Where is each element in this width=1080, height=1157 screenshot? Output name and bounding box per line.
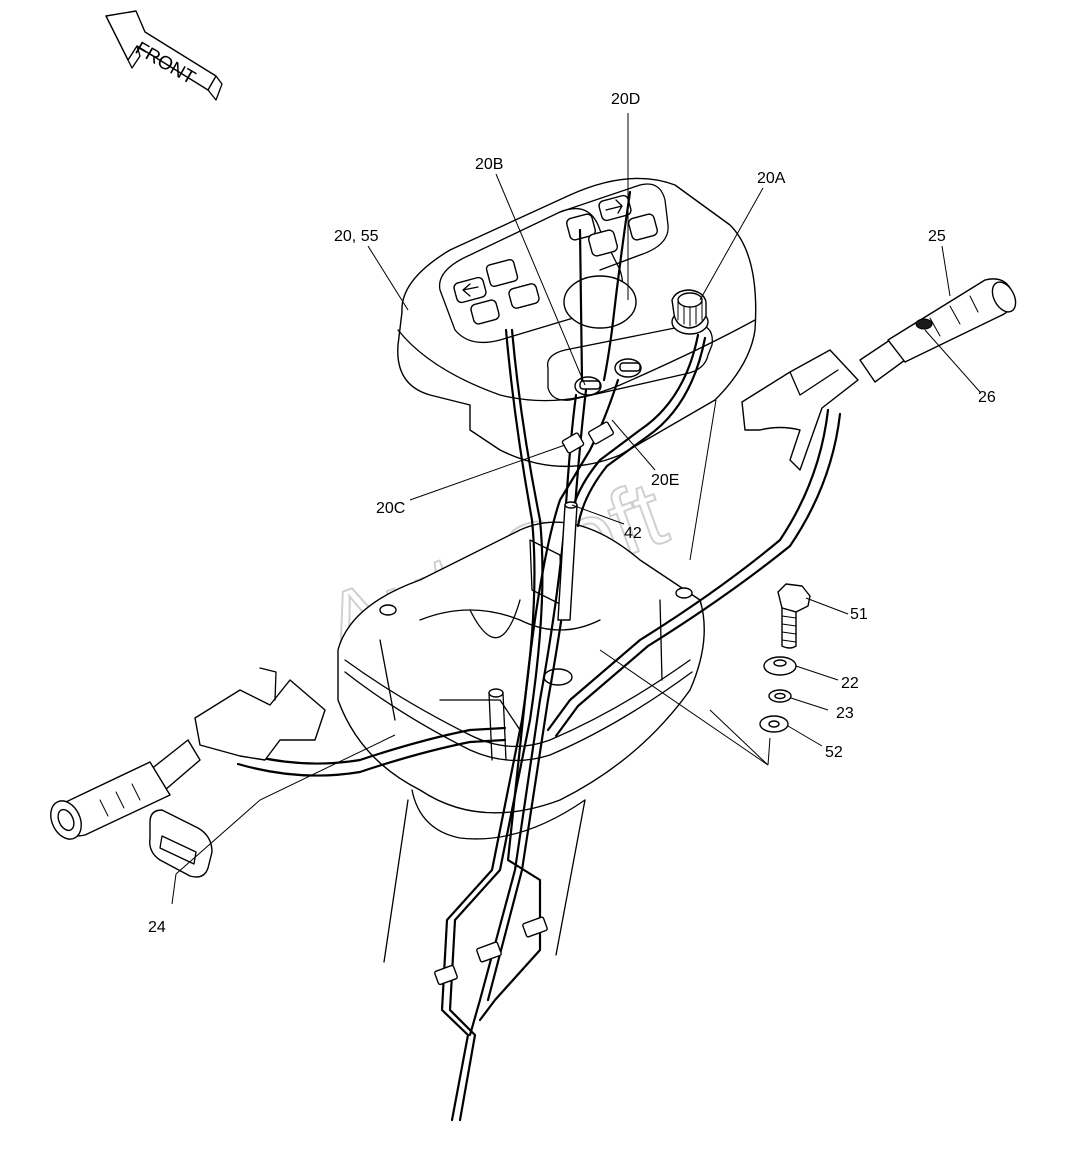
callout-labels: 20D 20B 20A 20, 55 25 26 20E 20C 42 51 2… [148, 91, 996, 936]
right-combination-switch [741, 278, 1017, 471]
callout-20D: 20D [611, 91, 640, 108]
callout-20B: 20B [475, 156, 503, 173]
wiring-harness [236, 190, 842, 1122]
steering-column [383, 789, 586, 963]
callout-20C: 20C [376, 500, 405, 517]
callout-26: 26 [978, 389, 996, 406]
leader-lines [171, 113, 981, 905]
front-direction-arrow: FRONT [105, 10, 223, 101]
key-cover-part [149, 809, 213, 878]
left-combination-switch [50, 667, 326, 840]
callout-22: 22 [841, 675, 859, 692]
callout-52: 52 [825, 744, 843, 761]
callout-25: 25 [928, 228, 946, 245]
upper-cover [397, 177, 757, 467]
callout-23: 23 [836, 705, 854, 722]
bolt-part [777, 583, 811, 649]
callout-42: 42 [624, 525, 642, 542]
spring-washer-part [768, 689, 792, 703]
nut-part [763, 656, 797, 676]
callout-20-55: 20, 55 [334, 228, 379, 245]
callout-24: 24 [148, 919, 166, 936]
callout-20E: 20E [651, 472, 679, 489]
callout-20A: 20A [757, 170, 786, 187]
callout-51: 51 [850, 606, 868, 623]
flat-washer-part [759, 715, 789, 733]
